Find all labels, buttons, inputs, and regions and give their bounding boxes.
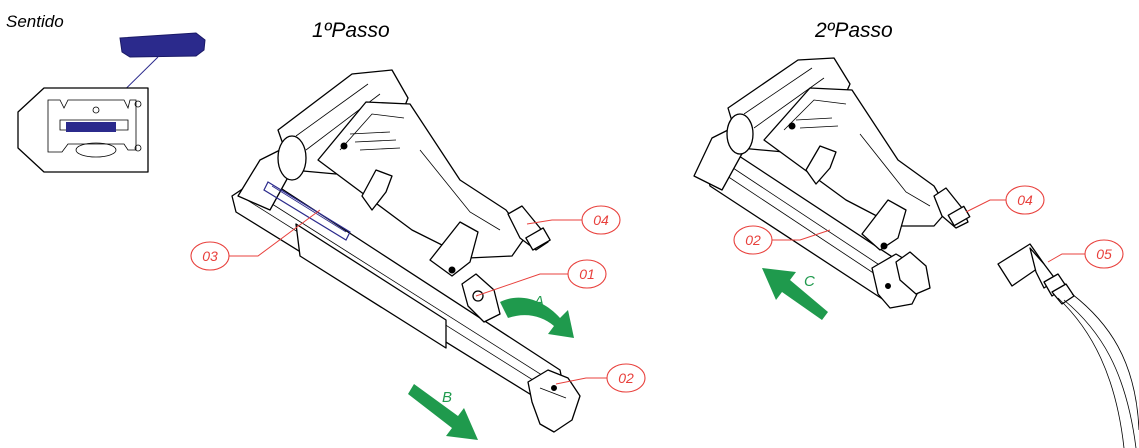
magazine-section-channel bbox=[47, 99, 137, 153]
callout-step1-01-text: 01 bbox=[579, 266, 595, 282]
curved-arrow-a-icon bbox=[500, 297, 574, 338]
arrow-c-icon bbox=[762, 268, 828, 320]
staples-in-rail bbox=[263, 181, 351, 241]
step2-stapler-drawing bbox=[693, 57, 971, 309]
sentido-inset bbox=[17, 32, 206, 173]
callout-step2-04-text: 04 bbox=[1017, 192, 1033, 208]
step1-title: 1ºPasso bbox=[312, 19, 390, 42]
callout-step1-04: 04 bbox=[526, 205, 621, 235]
callout-step1-03-text: 03 bbox=[202, 248, 218, 264]
callout-step1-02: 02 bbox=[555, 363, 646, 393]
arrow-c-label: C bbox=[804, 273, 815, 290]
callout-step2-02-text: 02 bbox=[745, 232, 761, 248]
arrow-a-label: A bbox=[533, 293, 544, 310]
staple-strip-icon bbox=[119, 32, 206, 58]
callout-step2-05-text: 05 bbox=[1096, 246, 1112, 262]
callout-step2-04: 04 bbox=[965, 185, 1045, 215]
callout-step1-01: 01 bbox=[475, 259, 607, 297]
air-hose-drawing bbox=[997, 243, 1139, 448]
sentido-label: Sentido bbox=[6, 12, 64, 31]
step1-stapler-drawing bbox=[231, 69, 581, 433]
arrow-b-icon bbox=[408, 384, 478, 440]
callout-step1-02-text: 02 bbox=[618, 370, 634, 386]
staple-in-magazine-icon bbox=[66, 122, 116, 132]
callout-step1-04-text: 04 bbox=[593, 212, 609, 228]
callout-step1-03: 03 bbox=[190, 209, 321, 271]
arrow-c: C bbox=[762, 268, 828, 320]
callout-step2-05: 05 bbox=[1047, 239, 1124, 269]
step2-title: 2ºPasso bbox=[814, 19, 893, 42]
arrow-b: B bbox=[408, 384, 478, 440]
arrow-a: A bbox=[500, 293, 574, 338]
callout-step2-02: 02 bbox=[733, 225, 831, 255]
arrow-b-label: B bbox=[442, 389, 452, 406]
